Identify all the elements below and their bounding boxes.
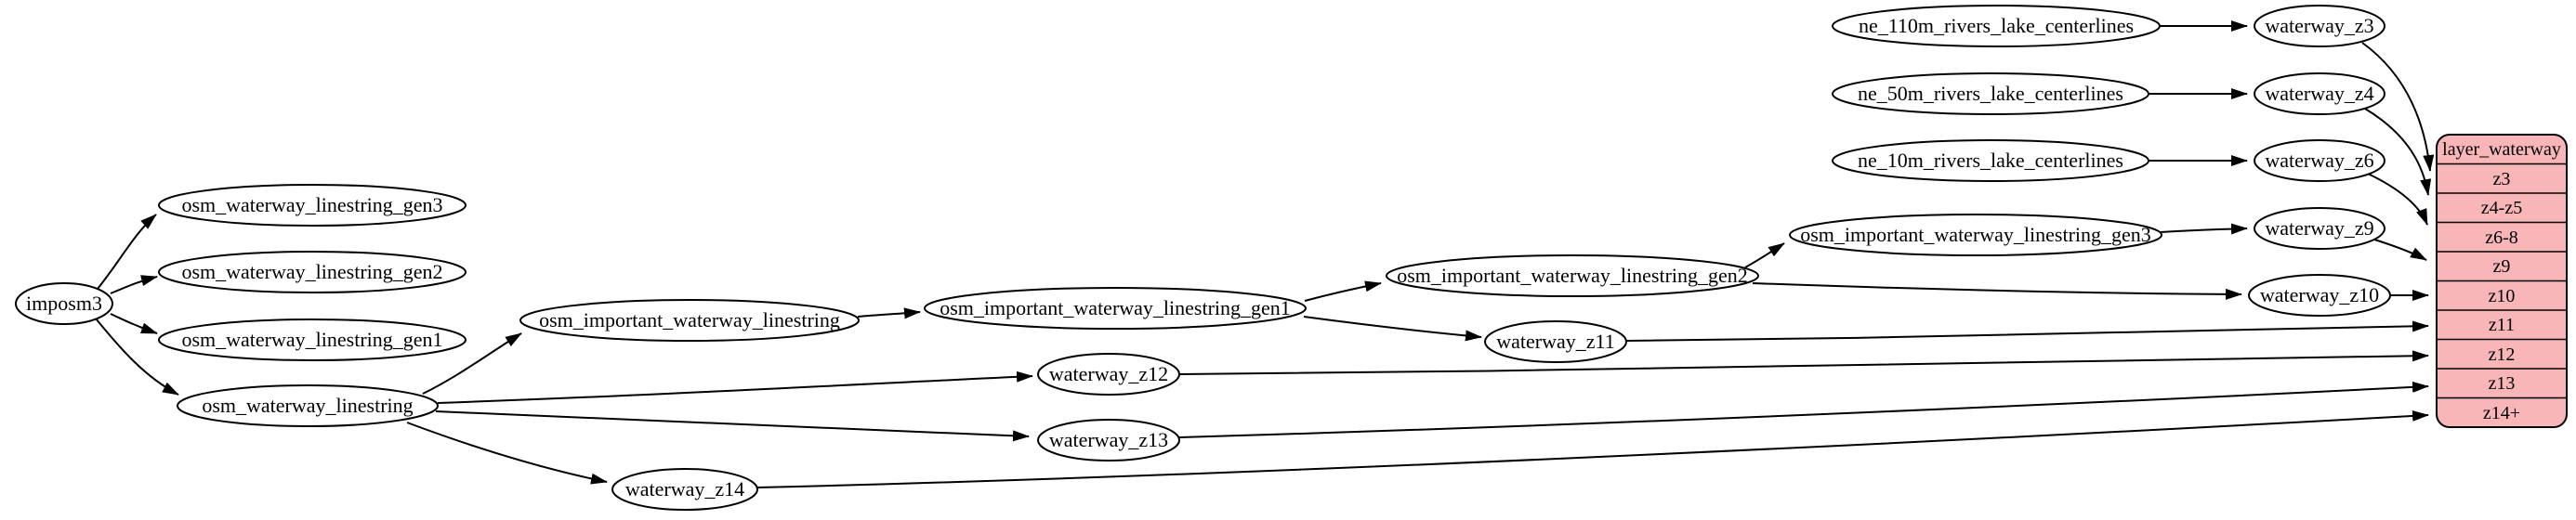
node-label: waterway_z4: [2265, 82, 2373, 105]
node-shape: [1832, 139, 2149, 182]
node-label: ne_10m_rivers_lake_centerlines: [1858, 149, 2123, 172]
edge-group: [95, 20, 2435, 488]
node-shape: [1832, 72, 2149, 115]
node-osm-important-waterway-linestring-gen3: osm_important_waterway_linestring_gen3: [1789, 214, 2162, 256]
record-row-z10: z10: [2489, 286, 2516, 306]
node-osm-important-waterway-linestring-gen1: osm_important_waterway_linestring_gen1: [924, 287, 1307, 330]
record-row-z12: z12: [2489, 344, 2516, 365]
edge-impgen2-to-impgen3: [1744, 242, 1785, 268]
record-row-z3: z3: [2493, 169, 2511, 189]
record-title: layer_waterway: [2442, 139, 2561, 160]
edge-impgen1-to-z11: [1303, 316, 1482, 342]
node-imposm3: imposm3: [15, 282, 113, 325]
node-waterway-z12: waterway_z12: [1037, 353, 1180, 396]
node-osm-waterway-linestring-gen2: osm_waterway_linestring_gen2: [158, 251, 467, 293]
node-ne-50m-rivers-lake-centerlines: ne_50m_rivers_lake_centerlines: [1832, 72, 2149, 115]
node-layer-waterway-record: layer_waterway z3 z4-z5 z6-8 z9 z10 z11 …: [2436, 134, 2568, 428]
node-group: imposm3 osm_waterway_linestring_gen3 osm…: [15, 5, 2391, 511]
node-imposm3-shape: [15, 282, 113, 325]
node-shape: [158, 318, 467, 361]
edge-linestring-to-important: [422, 332, 522, 395]
node-waterway-z4: waterway_z4: [2254, 72, 2385, 115]
node-osm-waterway-linestring-gen1: osm_waterway_linestring_gen1: [158, 318, 467, 361]
node-label: osm_important_waterway_linestring_gen1: [940, 296, 1291, 319]
node-shape: [1832, 5, 2161, 47]
edge-z14-to-record: [756, 410, 2429, 488]
record-row-z13: z13: [2489, 373, 2516, 394]
record-row-z9: z9: [2493, 256, 2511, 277]
edge-impgen1-to-impgen2: [1304, 280, 1382, 302]
edge-z6-to-record: [2367, 173, 2428, 226]
node-waterway-z10: waterway_z10: [2248, 274, 2391, 317]
node-waterway-z13: waterway_z13: [1037, 419, 1180, 462]
node-osm-important-waterway-linestring-gen2: osm_important_waterway_linestring_gen2: [1386, 254, 1759, 297]
node-shape: [2254, 72, 2385, 115]
edge-impgen2-to-z10: [1752, 282, 2242, 300]
node-osm-waterway-linestring: osm_waterway_linestring: [177, 384, 439, 427]
node-shape: [1484, 320, 1627, 363]
node-label: osm_waterway_linestring_gen2: [181, 260, 442, 283]
node-shape: [1037, 353, 1180, 396]
node-shape: [1789, 214, 2162, 256]
node-shape: [611, 468, 758, 511]
edge-important-to-impgen1: [857, 307, 921, 319]
record-row-z14plus: z14+: [2483, 403, 2520, 423]
node-label: waterway_z6: [2265, 149, 2373, 172]
node-ne-110m-rivers-lake-centerlines: ne_110m_rivers_lake_centerlines: [1832, 5, 2161, 47]
edge-z3-to-record: [2361, 42, 2435, 172]
edge-impgen3-to-z9: [2160, 223, 2248, 235]
node-shape: [177, 384, 439, 427]
node-shape: [158, 184, 467, 227]
node-label: osm_important_waterway_linestring_gen3: [1800, 223, 2151, 246]
node-label: ne_50m_rivers_lake_centerlines: [1858, 82, 2123, 105]
record-row-z6-8: z6-8: [2485, 228, 2518, 248]
node-shape: [2248, 274, 2391, 317]
node-label: waterway_z11: [1496, 330, 1614, 353]
node-label: osm_important_waterway_linestring_gen2: [1397, 264, 1748, 287]
edge-imposm3-to-gen3: [97, 214, 157, 290]
record-row-z11: z11: [2489, 315, 2515, 335]
edge-imposm3-to-gen1: [110, 313, 158, 334]
node-shape: [1386, 254, 1759, 297]
node-ne-10m-rivers-lake-centerlines: ne_10m_rivers_lake_centerlines: [1832, 139, 2149, 182]
node-label: osm_waterway_linestring_gen1: [181, 328, 442, 351]
node-waterway-z3: waterway_z3: [2254, 5, 2385, 47]
node-shape: [158, 251, 467, 293]
node-shape: [519, 299, 860, 342]
node-shape: [1037, 419, 1180, 462]
node-label: osm_waterway_linestring_gen3: [181, 193, 442, 216]
edge-linestring-to-z14: [406, 422, 608, 485]
node-shape: [2254, 207, 2385, 250]
node-label: osm_important_waterway_linestring: [539, 308, 840, 332]
node-waterway-z14: waterway_z14: [611, 468, 758, 511]
node-osm-important-waterway-linestring: osm_important_waterway_linestring: [519, 299, 860, 342]
node-waterway-z6: waterway_z6: [2254, 139, 2385, 182]
node-label: waterway_z10: [2260, 283, 2379, 306]
edge-z4-to-record: [2364, 108, 2432, 196]
node-label: waterway_z9: [2265, 216, 2373, 240]
node-shape: [2254, 139, 2385, 182]
edge-z12-to-record: [1178, 350, 2429, 375]
node-label: waterway_z13: [1049, 428, 1168, 451]
edge-z9-to-record: [2371, 238, 2427, 261]
edge-z11-to-record: [1625, 320, 2429, 342]
node-waterway-z11: waterway_z11: [1484, 320, 1627, 363]
node-label: waterway_z3: [2265, 14, 2373, 37]
edge-linestring-to-z13: [435, 410, 1030, 442]
node-label: waterway_z12: [1049, 362, 1168, 385]
node-imposm3-label: imposm3: [26, 292, 102, 315]
edge-z13-to-record: [1178, 381, 2429, 438]
node-waterway-z9: waterway_z9: [2254, 207, 2385, 250]
node-shape: [924, 287, 1307, 330]
node-label: waterway_z14: [625, 477, 744, 500]
node-osm-waterway-linestring-gen3: osm_waterway_linestring_gen3: [158, 184, 467, 227]
edge-imposm3-to-gen2: [110, 275, 158, 294]
edge-linestring-to-z12: [437, 370, 1033, 404]
node-shape: [2254, 5, 2385, 47]
node-label: ne_110m_rivers_lake_centerlines: [1859, 14, 2134, 37]
edge-imposm3-to-linestring: [95, 318, 179, 396]
record-row-z4-z5: z4-z5: [2481, 198, 2522, 218]
node-label: osm_waterway_linestring: [202, 394, 413, 417]
